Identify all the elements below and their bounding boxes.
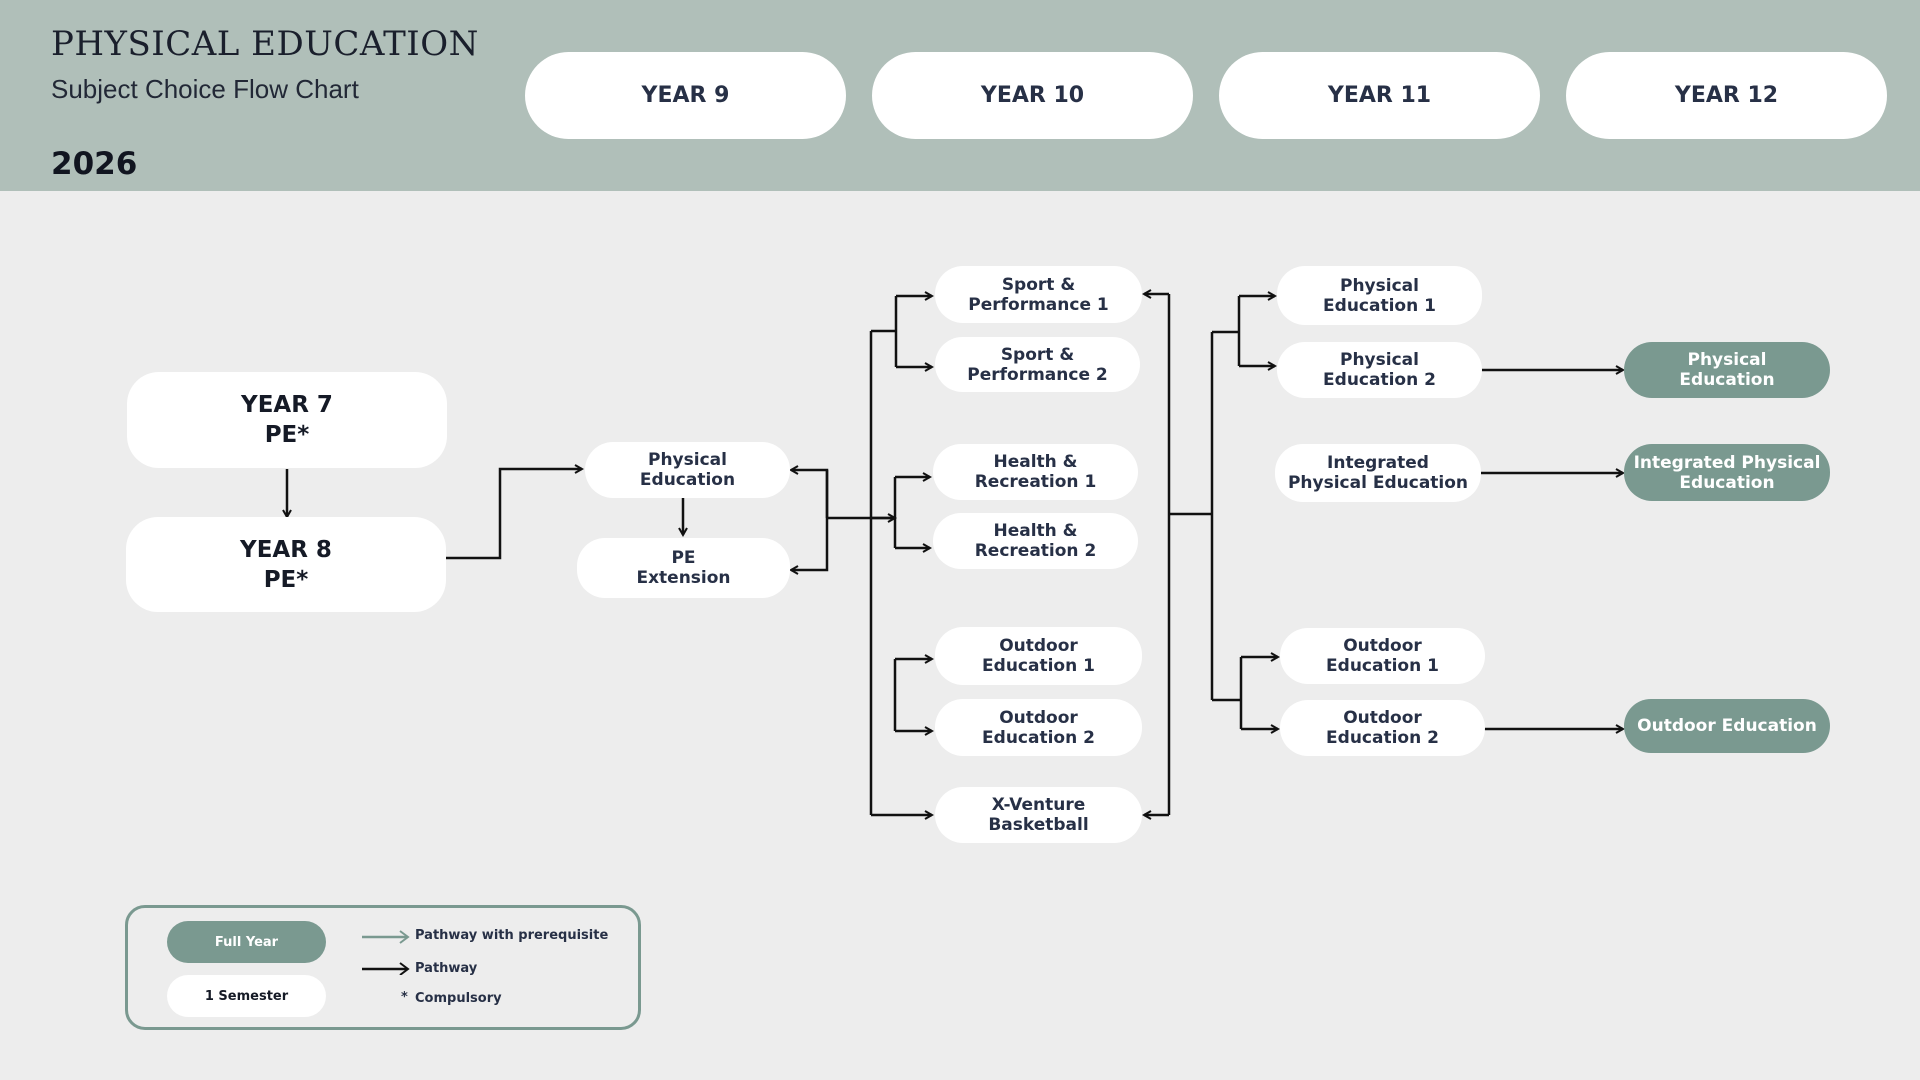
legend-compulsory-mark: * — [401, 990, 408, 1005]
legend-compulsory-label: Compulsory — [415, 991, 502, 1006]
node-y12-physical-education: Physical Education — [1624, 342, 1830, 398]
bracket-y9 — [791, 470, 829, 518]
node-y10-x-venture-basketball: X-Venture Basketball — [935, 787, 1142, 843]
node-y9-pe-extension: PE Extension — [577, 538, 790, 598]
node-y9-physical-education: Physical Education — [585, 442, 790, 498]
legend-prereq-label: Pathway with prerequisite — [415, 928, 609, 943]
node-y10-health-recreation-2: Health & Recreation 2 — [933, 513, 1138, 569]
node-y10-outdoor-education-2: Outdoor Education 2 — [935, 699, 1142, 756]
legend — [125, 905, 641, 1030]
column-header-year-11: YEAR 11 — [1219, 52, 1540, 139]
column-header-year-12: YEAR 12 — [1566, 52, 1887, 139]
column-header-year-10: YEAR 10 — [872, 52, 1193, 139]
legend-full-year-swatch: Full Year — [167, 921, 326, 963]
node-y10-health-recreation-1: Health & Recreation 1 — [933, 444, 1138, 500]
legend-arrows — [362, 930, 410, 975]
node-y12-integrated-physical-education: Integrated Physical Education — [1624, 444, 1830, 501]
node-y10-sport-performance-2: Sport & Performance 2 — [935, 337, 1140, 392]
node-y11-outdoor-education-1: Outdoor Education 1 — [1280, 628, 1485, 684]
node-y11-outdoor-education-2: Outdoor Education 2 — [1280, 700, 1485, 756]
node-y12-outdoor-education: Outdoor Education — [1624, 699, 1830, 753]
legend-semester-swatch: 1 Semester — [167, 975, 326, 1017]
node-y11-physical-education-2: Physical Education 2 — [1277, 342, 1482, 398]
header-band: PHYSICAL EDUCATION Subject Choice Flow C… — [0, 0, 1920, 191]
node-y11-physical-education-1: Physical Education 1 — [1277, 266, 1482, 325]
column-header-year-9: YEAR 9 — [525, 52, 846, 139]
page-subtitle: Subject Choice Flow Chart — [51, 74, 359, 104]
legend-pathway-label: Pathway — [415, 961, 478, 976]
page-title: PHYSICAL EDUCATION — [51, 24, 479, 64]
node-year-8: YEAR 8 PE* — [126, 517, 446, 612]
node-y10-outdoor-education-1: Outdoor Education 1 — [935, 627, 1142, 685]
node-year-7: YEAR 7 PE* — [127, 372, 447, 468]
arrow-year8-to-y9-pe — [446, 469, 582, 560]
year-label: 2026 — [51, 146, 138, 182]
node-y10-sport-performance-1: Sport & Performance 1 — [935, 266, 1142, 323]
node-y11-integrated-physical-education: Integrated Physical Education — [1275, 444, 1481, 502]
